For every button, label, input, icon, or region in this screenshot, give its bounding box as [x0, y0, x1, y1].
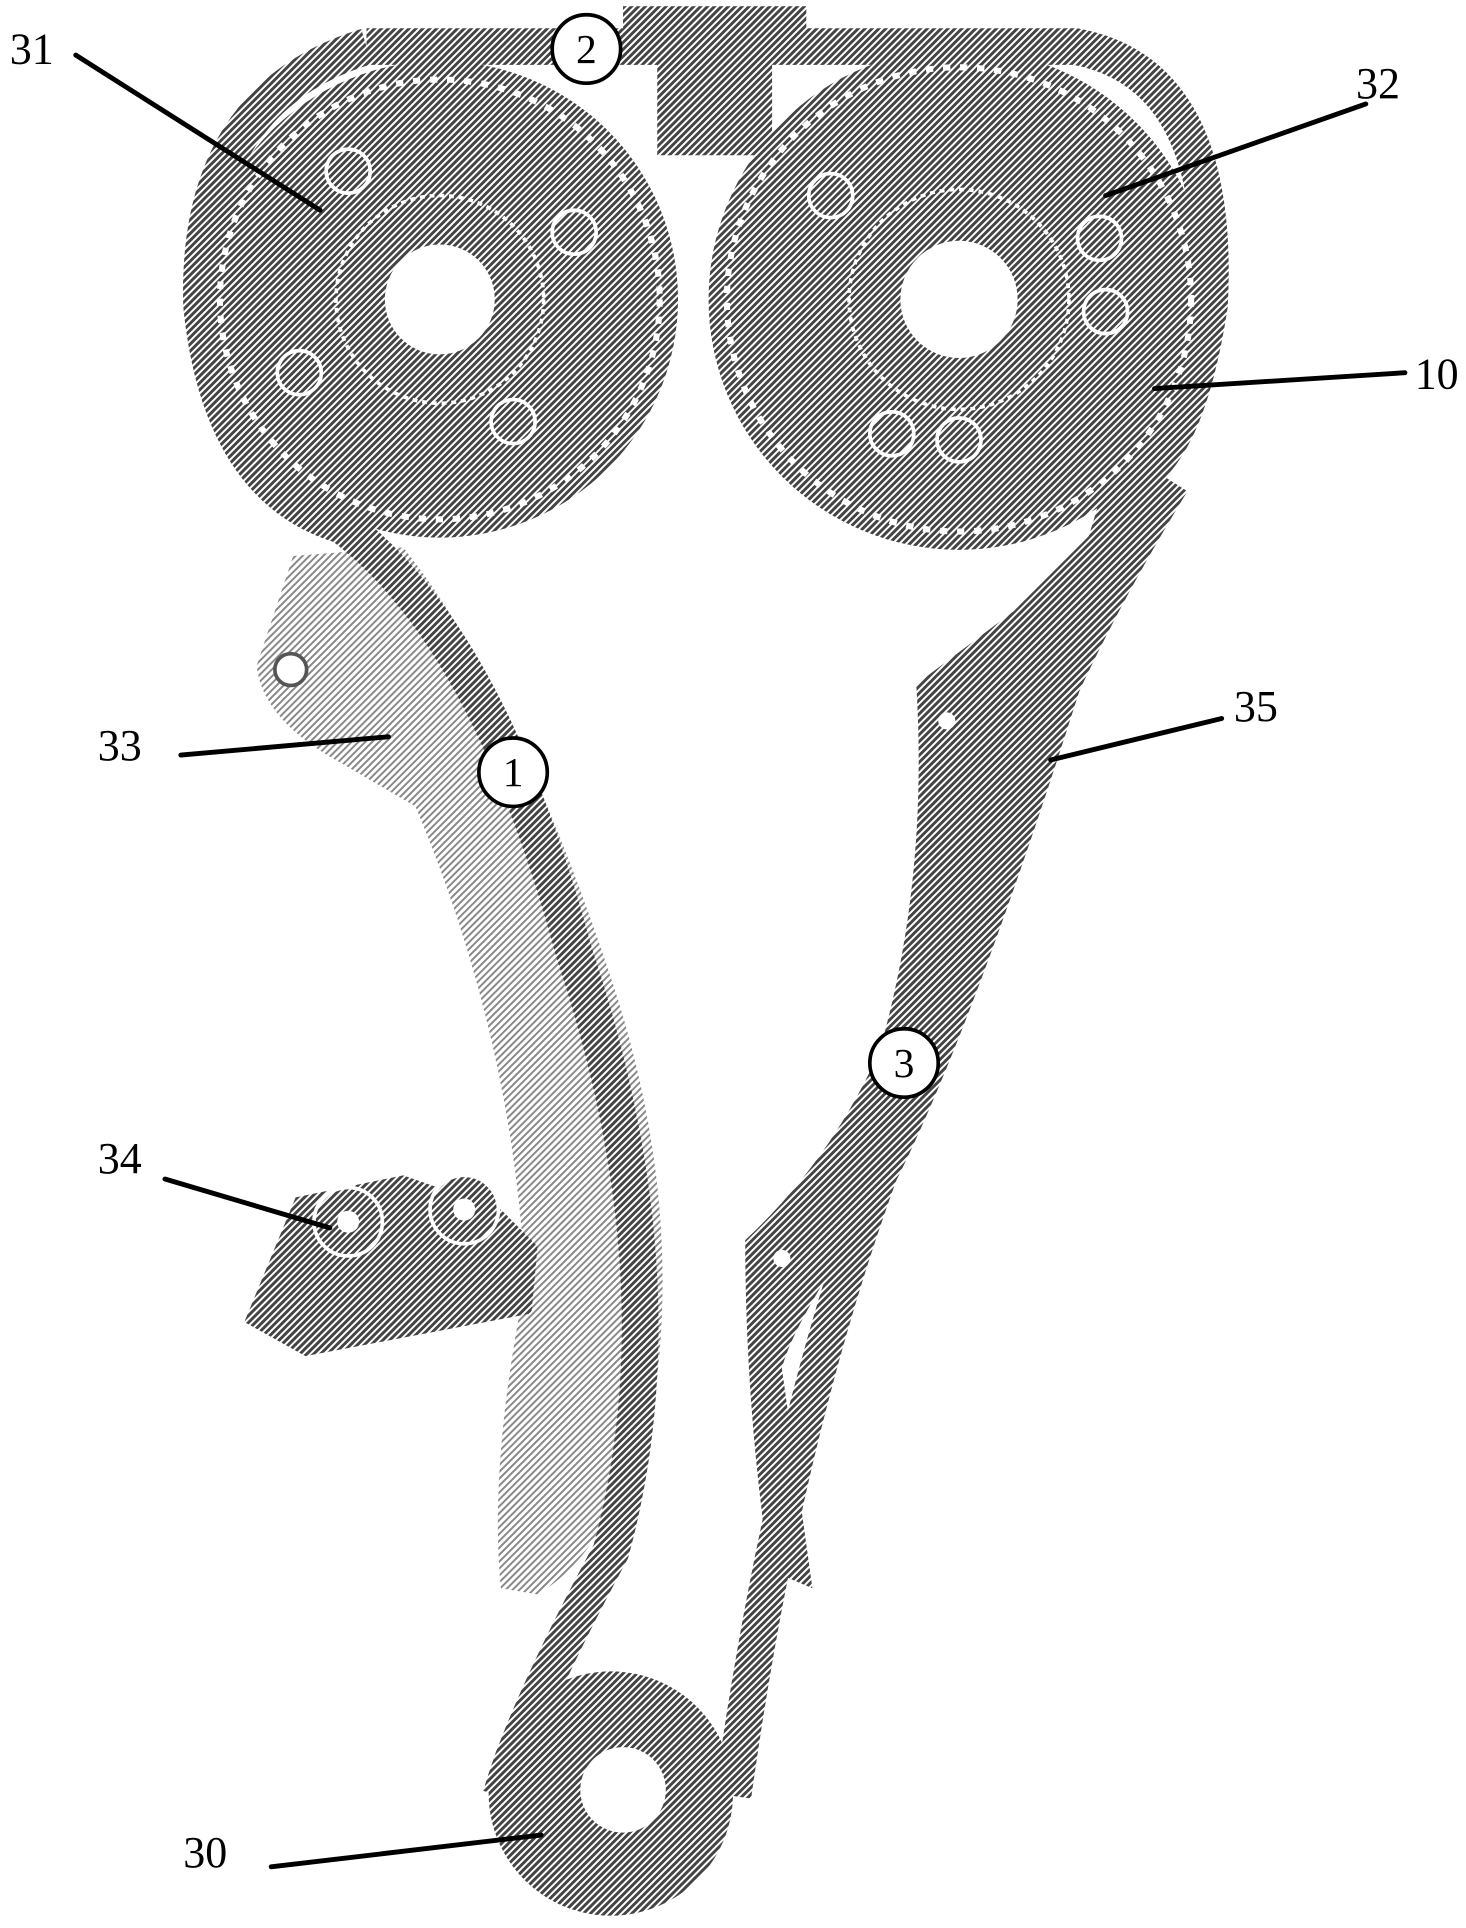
label-31: 31 [10, 25, 54, 74]
leader-32 [1103, 101, 1369, 199]
camshaft-sprocket-left [201, 61, 679, 538]
chain [183, 28, 1229, 1802]
leader-33 [178, 734, 391, 758]
leader-35 [1048, 716, 1225, 763]
guide-bolt-hole [938, 712, 956, 730]
leader-30 [268, 1832, 544, 1870]
label-35: 35 [1234, 682, 1278, 731]
leader-31 [73, 52, 323, 213]
top-bracket [623, 6, 807, 156]
marker-2: 2 [550, 12, 623, 86]
svg-text:2: 2 [576, 26, 597, 72]
camshaft-sprocket-right [708, 48, 1210, 550]
guide-bolt-hole [773, 1249, 791, 1267]
crank-sprocket [488, 1671, 733, 1916]
marker-1: 1 [477, 736, 550, 809]
leader-10 [1152, 370, 1408, 392]
label-33: 33 [98, 721, 142, 770]
tensioner [244, 1173, 538, 1357]
label-32: 32 [1356, 59, 1400, 108]
label-30: 30 [183, 1828, 227, 1877]
label-10: 10 [1415, 350, 1459, 399]
marker-3: 3 [867, 1026, 941, 1099]
label-34: 34 [98, 1134, 142, 1183]
tensioner-guide [256, 547, 663, 1595]
svg-text:1: 1 [503, 749, 524, 795]
leader-34 [162, 1176, 333, 1231]
svg-text:3: 3 [894, 1040, 915, 1086]
guide-pivot-hole [273, 651, 309, 688]
